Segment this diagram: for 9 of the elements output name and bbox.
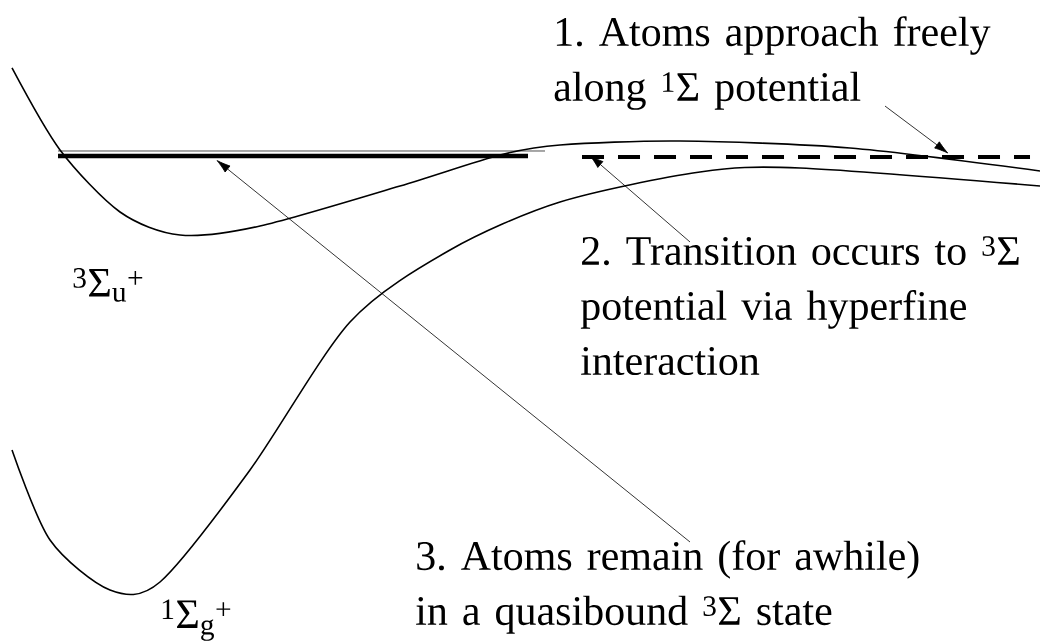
note-text: 3. Atoms remain (for awhile) in a quasibound $^{3}$Σ state bbox=[416, 540, 919, 634]
leader-arrow bbox=[884, 105, 949, 154]
dashed-level-line bbox=[582, 155, 1030, 159]
note-text: 2. Transition occurs to $^{3}$Σ potential via hyperfine interaction bbox=[580, 236, 1019, 376]
bound-level-line bbox=[57, 150, 546, 159]
state-label: $^{1}$Σ$_{g}$$^{+}$ bbox=[162, 599, 231, 641]
state-label: $^{3}$Σ$_{u}$$^{+}$ bbox=[73, 268, 143, 302]
note-text: 1. Atoms approach freely along $^{1}$Σ potential bbox=[554, 16, 991, 110]
leader-arrow bbox=[216, 160, 691, 543]
